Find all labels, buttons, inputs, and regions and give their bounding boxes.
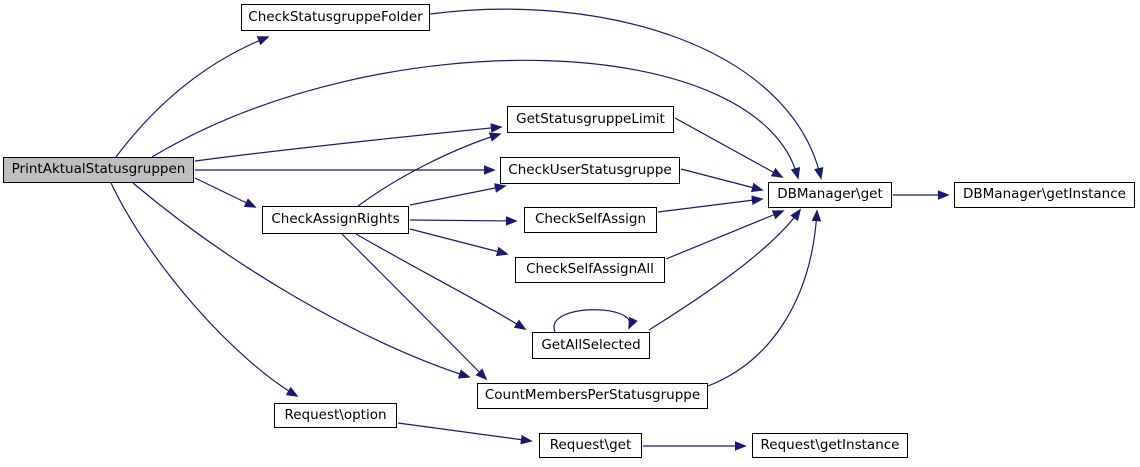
node-checkassignrights[interactable]: CheckAssignRights [262,206,409,234]
edge-checkselfassign-to-dbmanager-get [657,195,764,213]
node-countmembersperstatusgruppe[interactable]: CountMembersPerStatusgruppe [477,383,708,409]
edge-request-option-to-request-get [397,422,533,445]
edge-checkassignrights-to-getstatusgruppelimit [357,132,502,207]
edge-printaktualstatusgruppen-to-getstatusgruppelimit [194,123,503,162]
edge-printaktualstatusgruppen-to-checkassignrights [194,177,257,208]
edge-checkassignrights-to-checkselfassignall [409,228,509,257]
node-dbmanager-get[interactable]: DBManager\get [768,182,892,208]
edge-checkassignrights-to-checkuserstatusgruppe [409,183,507,206]
node-request-option[interactable]: Request\option [274,403,397,428]
node-getallselected[interactable]: GetAllSelected [532,332,650,359]
edge-printaktualstatusgruppen-to-countmembersperstatusgruppe [132,182,471,379]
edge-printaktualstatusgruppen-to-request-option [110,182,299,397]
edge-checkassignrights-to-countmembersperstatusgruppe [341,233,488,381]
node-checkstatusgruppefolder[interactable]: CheckStatusgruppeFolder [241,4,430,31]
node-checkuserstatusgruppe[interactable]: CheckUserStatusgruppe [500,157,680,184]
edge-getstatusgruppelimit-to-dbmanager-get [674,117,784,178]
edge-checkstatusgruppefolder-to-dbmanager-get [429,8,824,180]
edge-printaktualstatusgruppen-to-checkstatusgruppefolder [115,36,270,158]
node-checkselfassign[interactable]: CheckSelfAssign [524,207,657,233]
edge-getallselected-to-dbmanager-get [648,208,802,331]
edge-checkassignrights-to-checkselfassign [409,216,518,226]
edge-getallselected-self-loop [553,309,638,333]
node-printaktualstatusgruppen[interactable]: PrintAktualStatusgruppen [3,157,194,183]
node-checkselfassignall[interactable]: CheckSelfAssignAll [515,257,665,283]
edge-printaktualstatusgruppen-to-dbmanager-get [151,59,801,180]
node-dbmanager-getinstance[interactable]: DBManager\getInstance [954,182,1135,208]
edge-checkuserstatusgruppe-to-dbmanager-get [680,168,764,193]
edge-checkselfassignall-to-dbmanager-get [665,210,785,260]
node-request-getinstance[interactable]: Request\getInstance [752,433,908,458]
edge-checkassignrights-to-getallselected [355,233,527,330]
node-getstatusgruppelimit[interactable]: GetStatusgruppeLimit [507,106,674,133]
edge-countmembersperstatusgruppe-to-dbmanager-get [707,209,822,387]
node-request-get[interactable]: Request\get [539,433,642,458]
